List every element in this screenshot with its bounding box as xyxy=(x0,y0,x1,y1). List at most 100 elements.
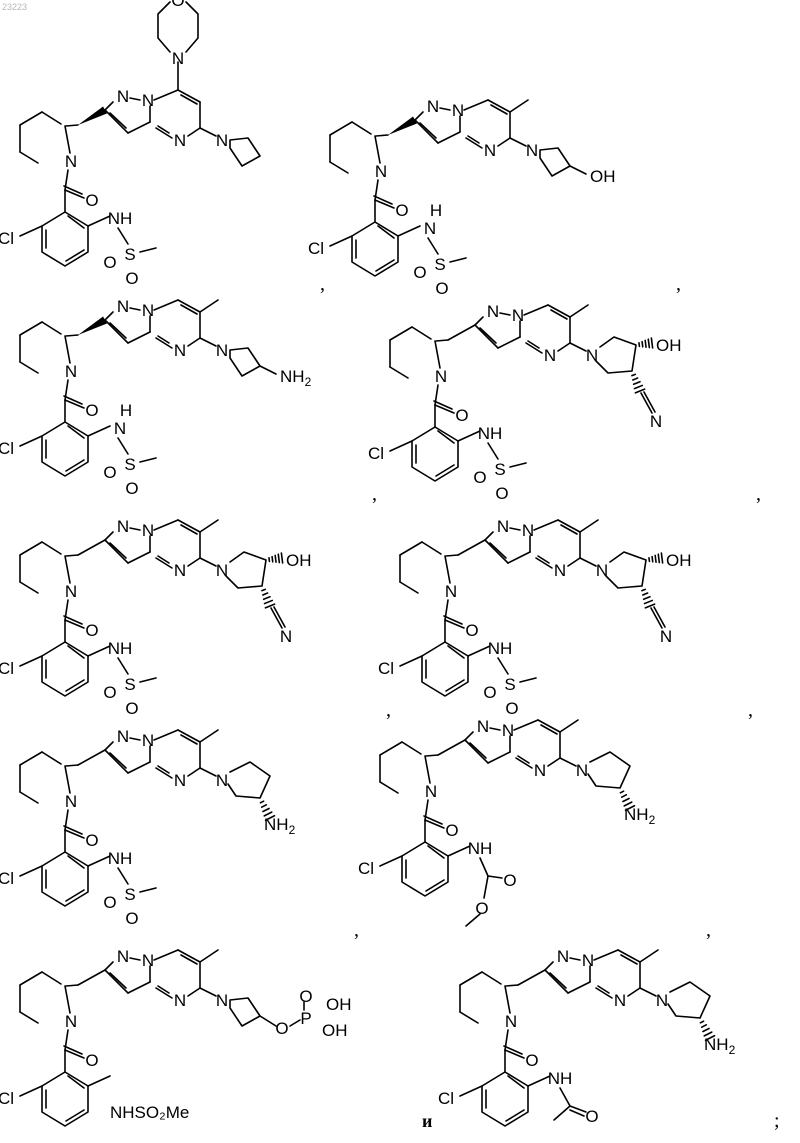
separator-comma: , xyxy=(706,919,711,941)
pyrimidine-n-label: N xyxy=(544,346,556,365)
pyrazole-bond xyxy=(485,540,508,563)
chloro-bond xyxy=(20,436,42,446)
pyrrolidine-ring xyxy=(588,752,630,788)
pyrazole-n-label: N xyxy=(497,517,509,536)
pyrazole-bond xyxy=(545,970,568,993)
pyrimidine-n-label: N xyxy=(534,761,546,780)
benzene-ring xyxy=(412,427,458,481)
stereo-bond xyxy=(78,317,107,335)
pyrazole-bond xyxy=(570,958,580,960)
pyrazole-bond xyxy=(510,528,520,530)
carbonyl-o-label: O xyxy=(85,1051,98,1070)
structure-4: NNNNNOHNOClNHSOO xyxy=(368,302,682,503)
pyrrolidine-ring xyxy=(226,552,266,588)
bridgehead-n-label: N xyxy=(512,306,524,325)
piperidine-bond xyxy=(66,335,78,336)
carbonyl-o-label: O xyxy=(525,1051,538,1070)
piperidine-bond xyxy=(42,752,61,764)
hash-tick xyxy=(263,593,268,595)
pyrazole-n-label: N xyxy=(427,97,439,116)
pyrazole-bond xyxy=(475,325,498,348)
structure-3: NNNNNNH2OClNHSOO xyxy=(0,297,312,498)
pyrazole-bond xyxy=(438,132,460,143)
methyl-bond xyxy=(450,258,466,262)
stereo-bond xyxy=(458,540,485,555)
pyrazole-bond xyxy=(110,323,126,338)
benzene-ring xyxy=(42,422,88,476)
pyrazole-bond xyxy=(110,113,126,128)
nh-bond xyxy=(448,846,470,856)
piperidine-bond xyxy=(20,582,38,593)
nh-bond xyxy=(88,646,110,656)
stereo-bond xyxy=(388,117,417,135)
pyrazole-bond xyxy=(440,108,450,110)
sulfonamide-label: NHSO₂Me xyxy=(110,1103,189,1122)
piperidine-bond xyxy=(446,555,458,556)
sulfonyl-bond xyxy=(498,658,508,674)
phosphorus-label: P xyxy=(300,1009,311,1028)
pyrimidine-bond xyxy=(188,558,200,566)
structure-5: NNNNNOHNOClNHSOO xyxy=(0,517,312,718)
document-number: 23223 xyxy=(2,2,27,12)
carbamate-bond xyxy=(488,876,502,878)
piperidine-bond xyxy=(376,135,388,136)
chloro-label: Cl xyxy=(378,659,394,678)
amine-n-label: N xyxy=(216,771,228,790)
pyrazole-bond xyxy=(110,753,126,768)
amine-bond xyxy=(570,343,586,351)
nh-bond xyxy=(528,1076,550,1086)
amino-bond xyxy=(260,366,276,374)
nh-label: N xyxy=(114,419,126,438)
pyrazole-n-label: N xyxy=(117,297,129,316)
hydroxyl-label: OH xyxy=(666,551,692,570)
phosphate-bond xyxy=(290,1020,300,1026)
piperidine-n-label: N xyxy=(375,162,387,181)
sulfur-label: S xyxy=(124,245,135,264)
pyrazole-bond xyxy=(128,762,150,773)
pyrimidine-bond xyxy=(188,128,200,136)
amine-bond xyxy=(200,338,216,346)
methyl-bond xyxy=(200,520,218,532)
separator-comma: , xyxy=(372,483,377,505)
hydroxyl-label: OH xyxy=(590,167,616,186)
methyl-bond xyxy=(140,248,156,252)
piperidine-bond xyxy=(412,327,431,339)
piperidine-bond xyxy=(330,122,352,135)
pyrazole-bond xyxy=(128,552,150,563)
hydroxyl-label: OH xyxy=(286,551,312,570)
piperidine-bond xyxy=(20,752,42,765)
pyrazole-bond xyxy=(415,120,438,143)
sulfonyl-o-label: O xyxy=(103,683,116,702)
pyrazole-bond xyxy=(110,543,126,558)
pyrazole-bond xyxy=(490,543,506,558)
piperidine-bond xyxy=(422,542,441,554)
sulfonyl-bond xyxy=(118,658,128,674)
chloro-label: Cl xyxy=(0,869,14,888)
carbonyl-o-label: O xyxy=(455,406,468,425)
chloro-bond xyxy=(20,226,42,236)
chloro-label: Cl xyxy=(0,1089,14,1108)
pyrazole-bond xyxy=(465,740,488,763)
hash-tick xyxy=(272,557,273,562)
hash-tick xyxy=(260,801,263,803)
pyrimidine-n-label: N xyxy=(554,561,566,580)
piperidine-bond xyxy=(380,782,398,793)
sulfonyl-o-label: O xyxy=(103,463,116,482)
azetidine-ring xyxy=(540,148,570,176)
hash-tick xyxy=(642,342,643,347)
carbamate-bond xyxy=(484,876,488,898)
hash-tick xyxy=(634,382,640,385)
piperidine-bond xyxy=(390,327,412,340)
pyrazole-bond xyxy=(105,540,128,563)
hash-tick xyxy=(703,1028,709,1031)
sulfonyl-o-label: O xyxy=(103,253,116,272)
amine-bond xyxy=(200,558,216,566)
pyrazole-bond xyxy=(500,313,510,315)
piperidine-bond xyxy=(460,1012,478,1023)
piperidine-bond xyxy=(42,972,61,984)
pyrazole-bond xyxy=(110,973,126,988)
chloro-bond xyxy=(390,441,412,451)
amino-label: NH2 xyxy=(280,367,312,389)
piperidine-bond xyxy=(20,792,38,803)
